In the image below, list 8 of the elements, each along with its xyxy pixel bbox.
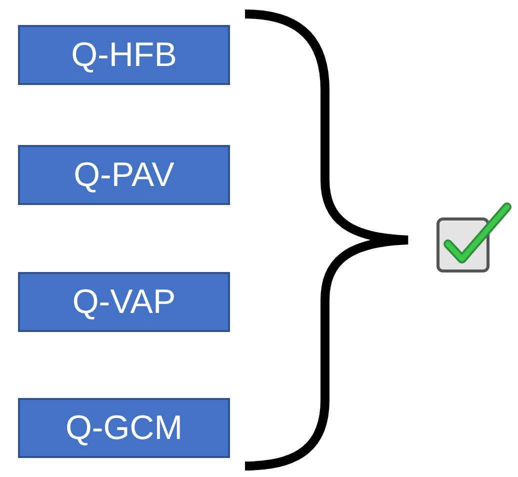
- process-box: [18, 25, 230, 85]
- process-box: [18, 272, 230, 332]
- box-label: Q-GCM: [65, 408, 183, 448]
- box-label: Q-HFB: [71, 36, 177, 74]
- box-label: Q-VAP: [72, 282, 176, 322]
- process-box: [18, 398, 230, 458]
- process-box: [18, 145, 230, 205]
- box-label: Q-PAV: [74, 156, 174, 194]
